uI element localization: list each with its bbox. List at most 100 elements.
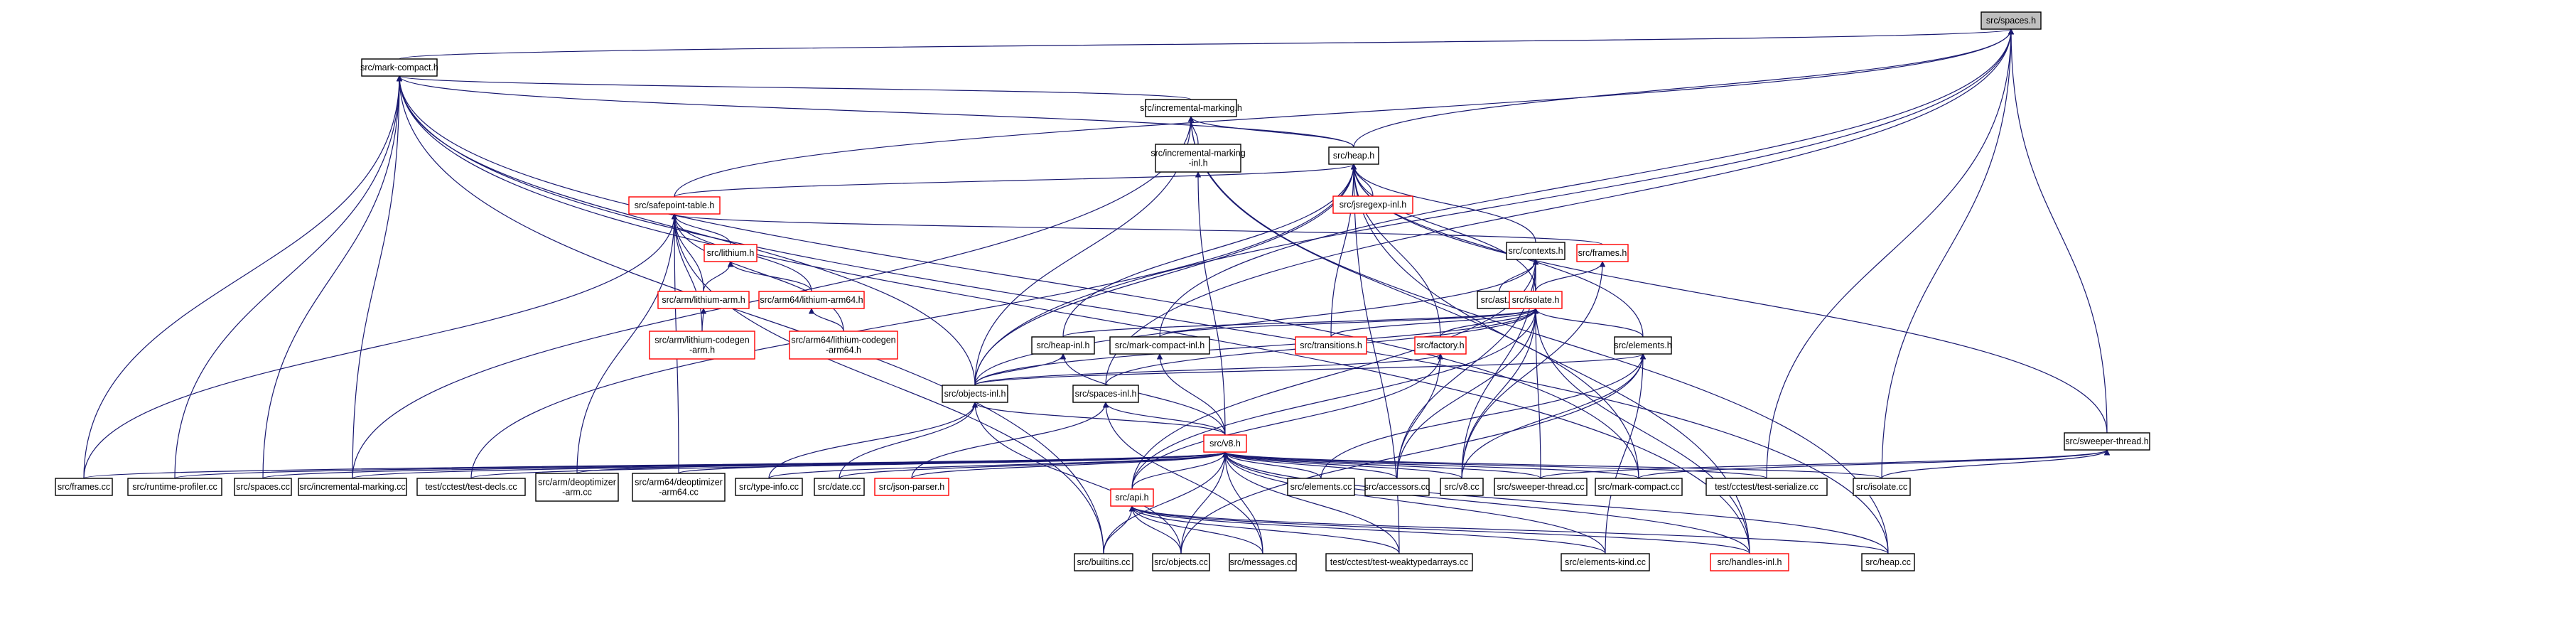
node-label: -arm.cc — [562, 488, 592, 498]
node-handles-inl-h[interactable]: src/handles-inl.h — [1710, 553, 1789, 571]
edge-objects-inl-h-to-mark-compact-h — [396, 75, 976, 386]
edge-elements-h-to-isolate-h — [1532, 308, 1644, 338]
node-type-info-cc[interactable]: src/type-info.cc — [735, 478, 803, 496]
node-test-serialize-cc[interactable]: test/cctest/test-serialize.cc — [1705, 478, 1828, 496]
node-label: src/spaces.cc — [236, 482, 290, 492]
node-incremental-marking-inl-h[interactable]: src/incremental-marking-inl.h — [1150, 144, 1246, 173]
node-arm64-lithium-codegen-arm64-h[interactable]: src/arm64/lithium-codegen-arm64.h — [789, 331, 898, 360]
node-json-parser-h[interactable]: src/json-parser.h — [874, 478, 949, 496]
node-frames-h[interactable]: src/frames.h — [1576, 244, 1629, 262]
node-label: src/v8.h — [1209, 439, 1241, 449]
edge-incremental-marking-h-to-mark-compact-h — [397, 75, 1192, 100]
node-contexts-h[interactable]: src/contexts.h — [1506, 242, 1565, 260]
node-box — [1414, 336, 1467, 355]
node-arm64-lithium-arm64-h[interactable]: src/arm64/lithium-arm64.h — [758, 291, 865, 309]
node-label: src/incremental-marking.cc — [299, 482, 405, 492]
node-elements-cc[interactable]: src/elements.cc — [1287, 478, 1355, 496]
node-accessors-cc[interactable]: src/accessors.cc — [1364, 478, 1430, 496]
node-isolate-h[interactable]: src/isolate.h — [1509, 291, 1563, 309]
node-heap-h[interactable]: src/heap.h — [1328, 146, 1379, 165]
node-mark-compact-inl-h[interactable]: src/mark-compact-inl.h — [1109, 336, 1210, 355]
node-elements-h[interactable]: src/elements.h — [1614, 336, 1672, 355]
node-label: src/isolate.cc — [1856, 482, 1907, 492]
node-label: src/arm/deoptimizer — [538, 478, 616, 488]
node-elements-kind-cc[interactable]: src/elements-kind.cc — [1561, 553, 1650, 571]
node-label: src/json-parser.h — [879, 482, 944, 492]
node-box — [127, 478, 222, 496]
node-label: src/arm64/lithium-codegen — [791, 335, 895, 345]
node-spaces-cc[interactable]: src/spaces.cc — [234, 478, 292, 496]
node-objects-inl-h[interactable]: src/objects-inl.h — [942, 385, 1008, 403]
node-transitions-h[interactable]: src/transitions.h — [1295, 336, 1367, 355]
node-frames-cc[interactable]: src/frames.cc — [55, 478, 113, 496]
node-test-decls-cc[interactable]: test/cctest/test-decls.cc — [416, 478, 526, 496]
edge-sweeper-thread-h-to-heap-h — [1350, 163, 2108, 434]
node-incremental-marking-h[interactable]: src/incremental-marking.h — [1140, 99, 1242, 117]
node-box — [1074, 553, 1133, 571]
node-label: src/ast.cc — [1481, 295, 1519, 305]
edge-mark-compact-h-to-spaces-h — [399, 28, 2014, 60]
node-box — [298, 478, 407, 496]
node-date-cc[interactable]: src/date.cc — [814, 478, 865, 496]
edge-mark-compact-inl-h-to-isolate-h — [1159, 308, 1538, 338]
node-box — [361, 58, 438, 77]
edge-api-h-to-v8-h — [1131, 451, 1229, 490]
node-label: src/arm/lithium-codegen — [654, 335, 749, 345]
node-heap-cc[interactable]: src/heap.cc — [1861, 553, 1915, 571]
node-safepoint-table-h[interactable]: src/safepoint-table.h — [628, 196, 721, 215]
node-factory-h[interactable]: src/factory.h — [1414, 336, 1467, 355]
edge-runtime-profiler-cc-to-mark-compact-h — [174, 75, 403, 479]
node-spaces-h[interactable]: src/spaces.h — [1980, 11, 2042, 30]
node-label: src/heap-inl.h — [1036, 340, 1089, 350]
node-mark-compact-h[interactable]: src/mark-compact.h — [360, 58, 438, 77]
node-box — [1328, 146, 1379, 165]
node-arm64-deoptimizer-arm64-cc[interactable]: src/arm64/deoptimizer-arm64.cc — [632, 473, 726, 502]
node-runtime-profiler-cc[interactable]: src/runtime-profiler.cc — [127, 478, 222, 496]
edge-objects-cc-to-api-h — [1128, 505, 1182, 554]
node-label: src/arm64/lithium-arm64.h — [760, 295, 863, 305]
node-label: src/messages.cc — [1229, 557, 1295, 567]
node-v8-h[interactable]: src/v8.h — [1203, 434, 1247, 453]
node-box — [1440, 478, 1484, 496]
edge-arm-lithium-arm-h-to-lithium-h — [703, 261, 734, 292]
node-messages-cc[interactable]: src/messages.cc — [1229, 553, 1297, 571]
edge-heap-inl-h-to-heap-h — [1062, 163, 1357, 338]
node-sweeper-thread-h[interactable]: src/sweeper-thread.h — [2064, 432, 2150, 451]
edge-handles-inl-h-to-isolate-h — [1532, 308, 1750, 554]
node-objects-cc[interactable]: src/objects.cc — [1152, 553, 1210, 571]
node-label: src/elements.cc — [1290, 482, 1352, 492]
node-isolate-cc[interactable]: src/isolate.cc — [1853, 478, 1911, 496]
node-sweeper-thread-cc[interactable]: src/sweeper-thread.cc — [1494, 478, 1588, 496]
node-mark-compact-cc[interactable]: src/mark-compact.cc — [1595, 478, 1683, 496]
edge-frames-cc-to-safepoint-table-h — [83, 213, 678, 479]
node-box — [1614, 336, 1672, 355]
node-arm-lithium-codegen-arm-h[interactable]: src/arm/lithium-codegen-arm.h — [649, 331, 755, 360]
node-label: test/cctest/test-decls.cc — [425, 482, 517, 492]
node-v8-cc[interactable]: src/v8.cc — [1440, 478, 1484, 496]
node-jsregexp-inl-h[interactable]: src/jsregexp-inl.h — [1332, 195, 1413, 214]
node-label: src/date.cc — [818, 482, 861, 492]
edge-api-h-to-isolate-h — [1131, 308, 1539, 490]
edge-ast-cc-to-contexts-h — [1499, 259, 1539, 292]
node-arm-lithium-arm-h[interactable]: src/arm/lithium-arm.h — [657, 291, 750, 309]
node-label: src/objects.cc — [1154, 557, 1208, 567]
node-heap-inl-h[interactable]: src/heap-inl.h — [1031, 336, 1095, 355]
node-builtins-cc[interactable]: src/builtins.cc — [1074, 553, 1133, 571]
node-box — [1710, 553, 1789, 571]
node-api-h[interactable]: src/api.h — [1110, 488, 1154, 507]
node-test-weaktypedarrays-cc[interactable]: test/cctest/test-weaktypedarrays.cc — [1325, 553, 1473, 571]
edge-v8-h-to-mark-compact-inl-h — [1156, 353, 1226, 436]
node-lithium-h[interactable]: src/lithium.h — [704, 244, 758, 262]
node-arm-deoptimizer-arm-cc[interactable]: src/arm/deoptimizer-arm.cc — [535, 473, 619, 502]
node-spaces-inl-h[interactable]: src/spaces-inl.h — [1072, 385, 1139, 403]
node-incremental-marking-cc[interactable]: src/incremental-marking.cc — [298, 478, 407, 496]
node-box — [657, 291, 750, 309]
node-label: src/frames.h — [1578, 248, 1627, 258]
edge-transitions-h-to-isolate-h — [1330, 308, 1539, 338]
node-box — [1145, 99, 1237, 117]
node-label: src/safepoint-table.h — [635, 200, 715, 210]
edge-incremental-marking-cc-to-mark-compact-h — [352, 75, 403, 479]
node-box — [704, 244, 758, 262]
edge-v8-h-to-objects-inl-h — [971, 402, 1226, 436]
edge-elements-kind-cc-to-v8-h — [1222, 451, 1606, 554]
